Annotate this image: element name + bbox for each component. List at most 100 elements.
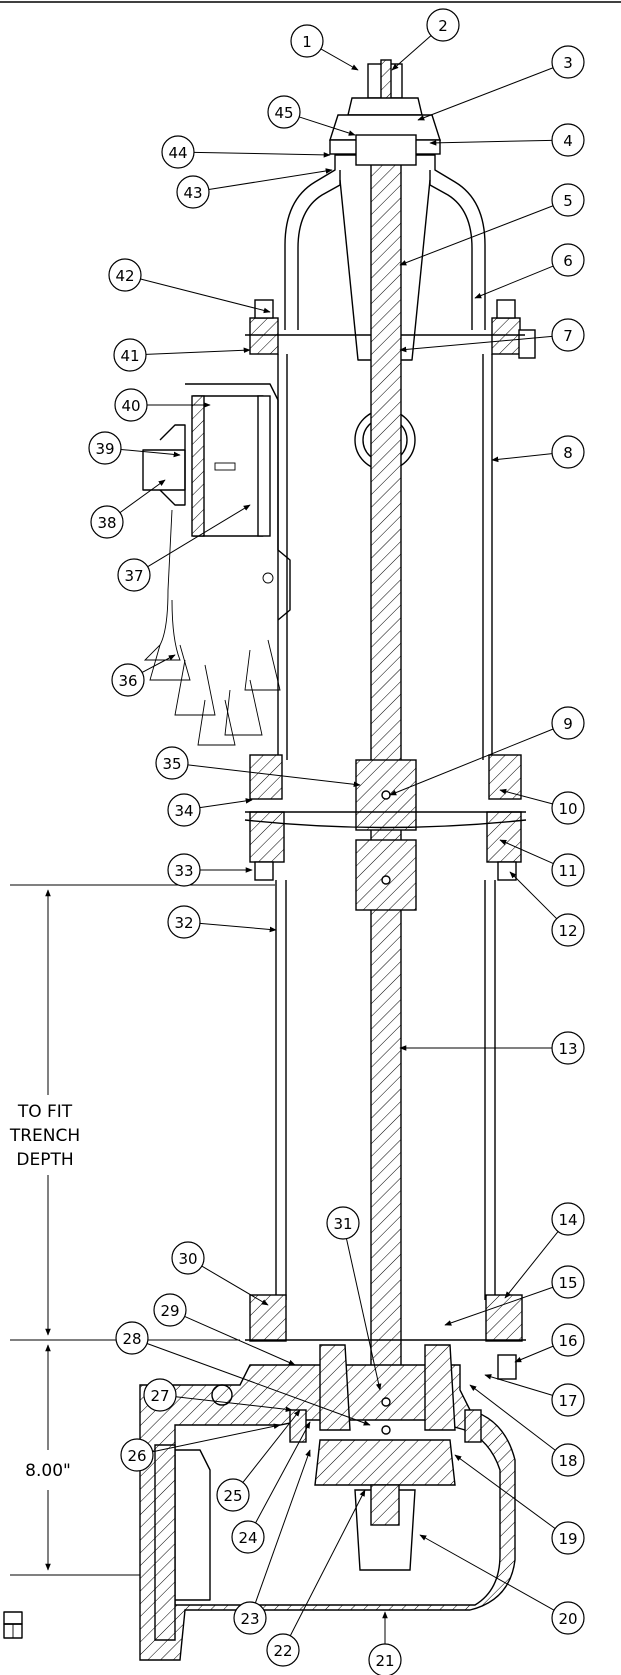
callout-leader-44 (193, 151, 331, 158)
callout-circle-38 (90, 505, 124, 539)
lower-barrel (275, 880, 496, 1300)
callout-circle-6 (551, 243, 585, 277)
callout-circle-36 (111, 663, 145, 697)
callout-number-31: 31 (333, 1215, 352, 1233)
callout-42: 42 (108, 258, 142, 292)
callout-circle-11 (551, 853, 585, 887)
callout-circle-32 (167, 905, 201, 939)
bonnet (245, 154, 536, 361)
callout-circle-20 (551, 1601, 585, 1635)
callout-circle-42 (108, 258, 142, 292)
callout-leader-14 (504, 1231, 559, 1299)
callout-10: 10 (551, 791, 585, 825)
callout-circle-21 (368, 1643, 402, 1675)
callout-leader-12 (509, 871, 558, 920)
callout-number-1: 1 (302, 33, 312, 51)
callout-number-16: 16 (558, 1332, 577, 1350)
callout-leaders (119, 35, 559, 1644)
callout-number-37: 37 (124, 567, 143, 585)
callout-34: 34 (167, 793, 201, 827)
callout-number-40: 40 (121, 397, 140, 415)
callout-number-14: 14 (558, 1211, 577, 1229)
callout-circle-7 (551, 318, 585, 352)
hex-nut-detail (3, 1611, 23, 1639)
callout-43: 43 (176, 175, 210, 209)
callout-circle-41 (113, 338, 147, 372)
callout-24: 24 (231, 1520, 265, 1554)
callout-7: 7 (551, 318, 585, 352)
callout-leader-24 (255, 1421, 311, 1524)
callout-14: 14 (551, 1202, 585, 1236)
callout-26: 26 (120, 1438, 154, 1472)
callout-leader-11 (499, 839, 554, 864)
callout-leader-17 (484, 1374, 553, 1396)
callout-number-43: 43 (183, 184, 202, 202)
callout-6: 6 (551, 243, 585, 277)
callout-circle-33 (167, 853, 201, 887)
callout-35: 35 (155, 746, 189, 780)
cap-chain (143, 509, 281, 746)
callout-number-30: 30 (178, 1250, 197, 1268)
callout-circle-43 (176, 175, 210, 209)
callout-39: 39 (88, 431, 122, 465)
callout-number-34: 34 (174, 802, 193, 820)
callout-15: 15 (551, 1265, 585, 1299)
callout-30: 30 (171, 1241, 205, 1275)
callout-leader-6 (474, 265, 554, 299)
callout-circle-1 (290, 24, 324, 58)
callout-circle-12 (551, 913, 585, 947)
callout-number-11: 11 (558, 862, 577, 880)
callout-45: 45 (267, 95, 301, 129)
callout-leader-30 (201, 1265, 269, 1306)
callout-circle-26 (120, 1438, 154, 1472)
callout-leader-28 (146, 1343, 371, 1426)
callout-4: 4 (551, 123, 585, 157)
callout-number-28: 28 (122, 1330, 141, 1348)
callout-leader-32 (199, 922, 277, 933)
callout-44: 44 (161, 135, 195, 169)
callout-circle-40 (114, 388, 148, 422)
callout-36: 36 (111, 663, 145, 697)
callout-19: 19 (551, 1521, 585, 1555)
callout-37: 37 (117, 558, 151, 592)
callout-leader-23 (254, 1449, 311, 1604)
callout-leader-1 (320, 48, 359, 71)
callout-circle-31 (326, 1206, 360, 1240)
callout-bubbles: 1234567891011121314151617181920212223242… (88, 8, 585, 1675)
callout-5: 5 (551, 183, 585, 217)
callout-29: 29 (153, 1293, 187, 1327)
callout-38: 38 (90, 505, 124, 539)
callout-circle-29 (153, 1293, 187, 1327)
callout-number-35: 35 (162, 755, 181, 773)
callout-20: 20 (551, 1601, 585, 1635)
callout-16: 16 (551, 1323, 585, 1357)
callout-41: 41 (113, 338, 147, 372)
callout-32: 32 (167, 905, 201, 939)
callout-leader-2 (391, 35, 432, 71)
hose-nozzle (142, 383, 291, 621)
callout-28: 28 (115, 1321, 149, 1355)
callout-leader-26 (152, 1423, 281, 1453)
callout-number-44: 44 (168, 144, 187, 162)
callout-circle-28 (115, 1321, 149, 1355)
callout-circle-17 (551, 1383, 585, 1417)
callout-circle-44 (161, 135, 195, 169)
callout-8: 8 (551, 435, 585, 469)
callout-leader-45 (299, 116, 356, 136)
callout-2: 2 (426, 8, 460, 42)
callout-31: 31 (326, 1206, 360, 1240)
callout-circle-25 (216, 1478, 250, 1512)
callout-circle-45 (267, 95, 301, 129)
callout-number-32: 32 (174, 914, 193, 932)
trench-label-line-3: DEPTH (16, 1150, 73, 1170)
callout-leader-29 (184, 1315, 296, 1366)
callout-33: 33 (167, 853, 201, 887)
callout-leader-15 (444, 1286, 554, 1326)
callout-number-24: 24 (238, 1529, 257, 1547)
traffic-flange (244, 754, 527, 881)
callout-leader-42 (140, 278, 271, 314)
callout-number-45: 45 (274, 104, 293, 122)
callout-number-10: 10 (558, 800, 577, 818)
callout-27: 27 (143, 1378, 177, 1412)
